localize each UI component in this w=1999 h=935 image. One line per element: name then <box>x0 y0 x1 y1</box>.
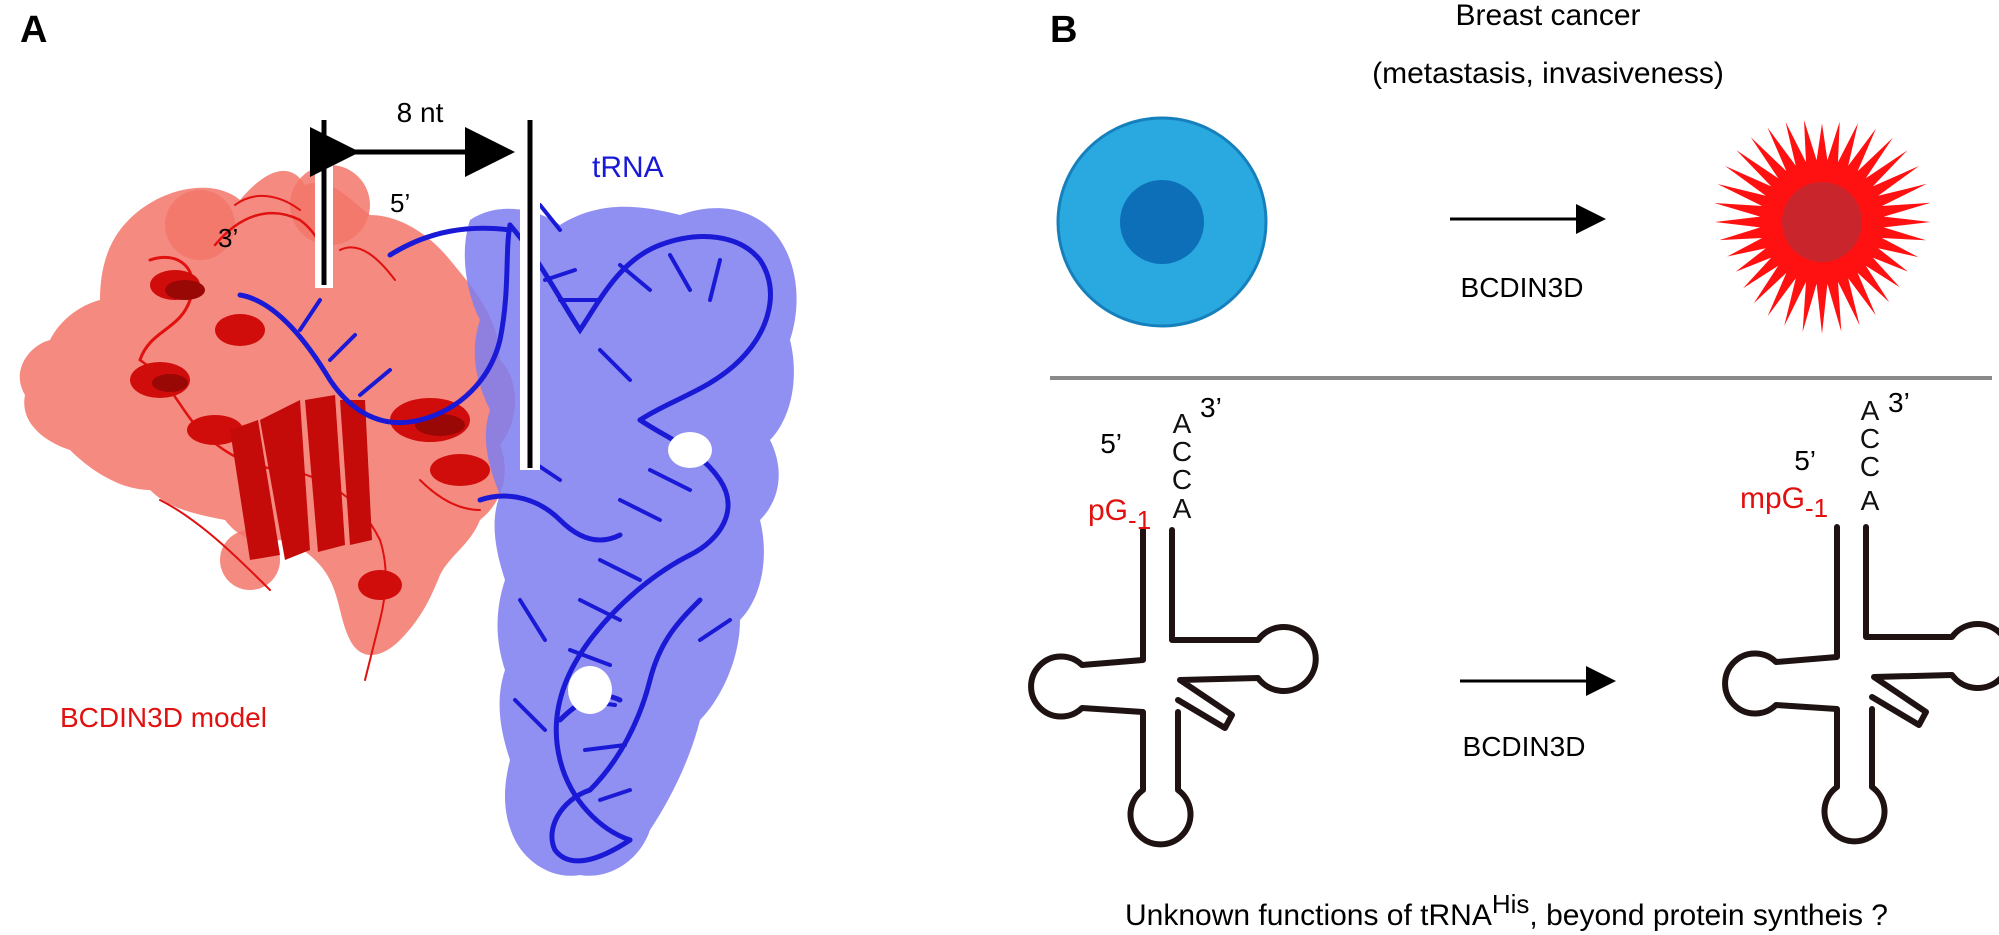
trna-surface <box>464 206 797 876</box>
bottom-caption: Unknown functions of tRNAHis, beyond pro… <box>1125 889 1888 932</box>
right-trna-labels: 5’ 3’ A C C A mpG-1 <box>1740 387 1910 523</box>
panel-a: A <box>19 9 797 876</box>
right-red-label: mpG-1 <box>1740 482 1828 523</box>
normal-cell <box>1056 116 1268 328</box>
left-acca-2: C <box>1172 436 1192 467</box>
trna-backbone <box>237 222 773 864</box>
top-arrow-label: BCDIN3D <box>1461 272 1584 303</box>
left-acca-4: A <box>1173 493 1192 524</box>
cancer-cell-nucleus <box>1782 182 1862 262</box>
label-5prime: 5’ <box>390 188 410 218</box>
right-5prime-label: 5’ <box>1794 445 1816 476</box>
right-acca-3: C <box>1860 451 1880 482</box>
normal-cell-nucleus <box>1120 180 1204 264</box>
trna-surface-hole <box>568 666 612 714</box>
right-acca-1: A <box>1861 395 1880 426</box>
breast-cancer-title: Breast cancer <box>1455 0 1640 32</box>
right-acca-4: A <box>1861 485 1880 516</box>
left-acca-1: A <box>1173 408 1192 439</box>
protein-beta-sheet <box>230 395 372 560</box>
panel-b: B Breast cancer (metastasis, invasivenes… <box>1028 0 1999 932</box>
bottom-arrow-label: BCDIN3D <box>1463 731 1586 762</box>
distance-marker <box>310 118 540 470</box>
left-acca-3: C <box>1172 464 1192 495</box>
left-trna-labels: 5’ 3’ A C C A pG-1 <box>1088 392 1222 535</box>
protein-label: BCDIN3D model <box>60 702 267 733</box>
right-3prime-label: 3’ <box>1888 387 1910 418</box>
trna-surface-hole <box>668 432 712 468</box>
right-acca-2: C <box>1860 423 1880 454</box>
trna-cloverleaf-left <box>1028 527 1319 848</box>
label-3prime: 3’ <box>218 223 238 253</box>
trna-label: tRNA <box>592 151 664 184</box>
panel-b-letter: B <box>1050 9 1077 51</box>
left-3prime-label: 3’ <box>1200 392 1222 423</box>
left-5prime-label: 5’ <box>1100 428 1122 459</box>
panel-a-letter: A <box>20 9 47 51</box>
breast-cancer-subtitle: (metastasis, invasiveness) <box>1372 57 1724 90</box>
distance-label: 8 nt <box>397 97 444 128</box>
cancer-cell <box>1714 120 1931 334</box>
left-red-label: pG-1 <box>1088 494 1151 535</box>
trna-cloverleaf-right <box>1722 524 1999 845</box>
